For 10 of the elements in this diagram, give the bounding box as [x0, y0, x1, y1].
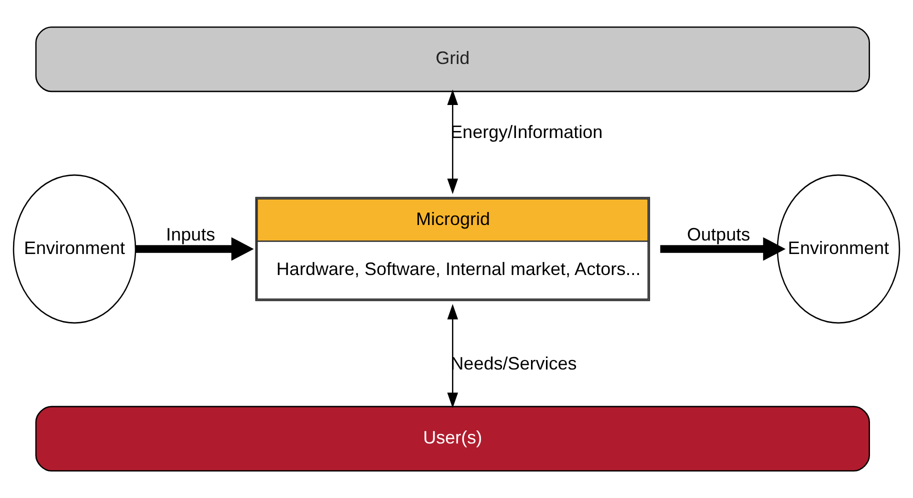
- arrow: [447, 304, 458, 408]
- arrow: [136, 237, 254, 261]
- node-box: User(s): [35, 406, 870, 472]
- arrow: [447, 90, 458, 194]
- arrow: [660, 237, 786, 261]
- edge-label: Outputs: [687, 224, 750, 244]
- node-ellipse: Environment: [776, 174, 900, 324]
- edge-label: Inputs: [166, 224, 216, 244]
- node-box: Grid: [35, 26, 870, 92]
- node-ellipse: Environment: [12, 174, 136, 324]
